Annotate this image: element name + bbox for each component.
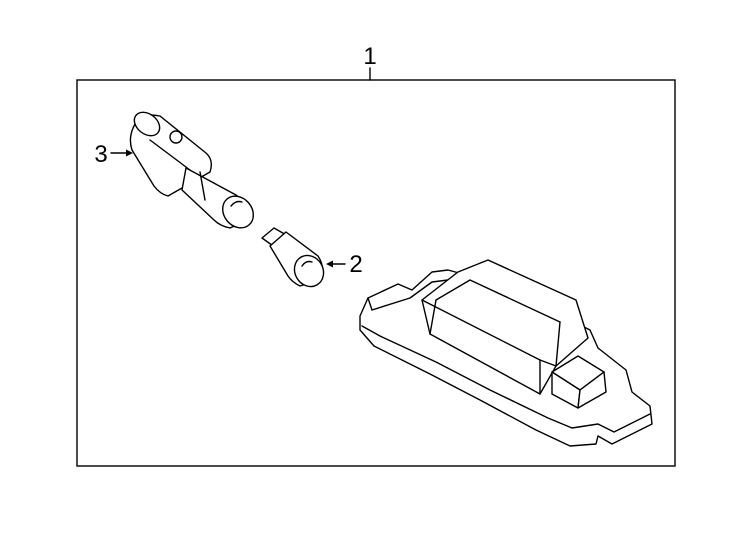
callout-3-label: 3 [94,141,107,168]
socket-part [129,111,255,229]
callout-2-arrowhead [326,260,333,268]
callout-1-label: 1 [363,43,376,70]
callout-3-arrowhead [126,149,133,157]
bulb-part [261,227,325,288]
lamp-housing-part [359,259,653,447]
callout-2-label: 2 [349,251,362,278]
assembly-frame [76,79,676,467]
